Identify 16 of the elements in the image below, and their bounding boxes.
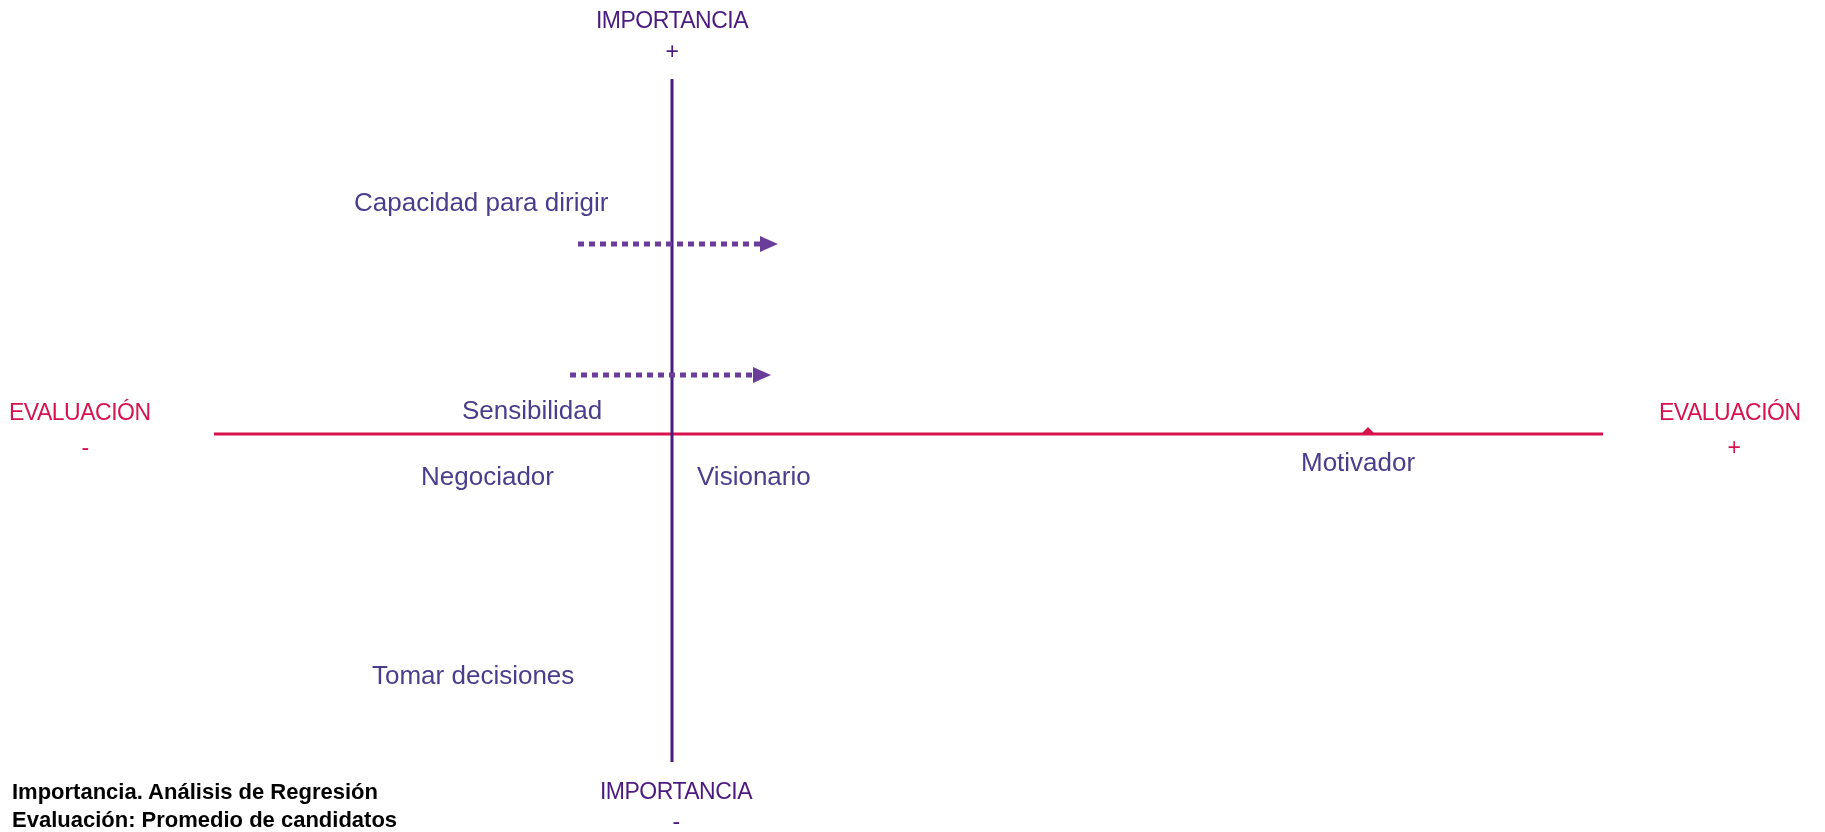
- axis-sign: +: [1727, 435, 1741, 461]
- axis-sign: -: [81, 435, 89, 461]
- point-label: Capacidad para dirigir: [354, 187, 609, 217]
- point-label: Tomar decisiones: [372, 660, 575, 690]
- axis-sign: -: [672, 809, 680, 832]
- point-label: Motivador: [1301, 447, 1416, 477]
- note: Importancia. Análisis de Regresión: [12, 779, 378, 805]
- axis-title: IMPORTANCIA: [599, 779, 753, 805]
- point-label: Visionario: [697, 461, 811, 491]
- axis-title: EVALUACIÓN: [9, 400, 151, 426]
- point-label: Sensibilidad: [462, 395, 603, 425]
- note: Evaluación: Promedio de candidatos: [12, 807, 398, 832]
- axis-title: IMPORTANCIA: [595, 8, 749, 34]
- axis-title: EVALUACIÓN: [1659, 400, 1801, 426]
- axis-sign: +: [665, 39, 679, 65]
- point-label: Negociador: [421, 461, 554, 491]
